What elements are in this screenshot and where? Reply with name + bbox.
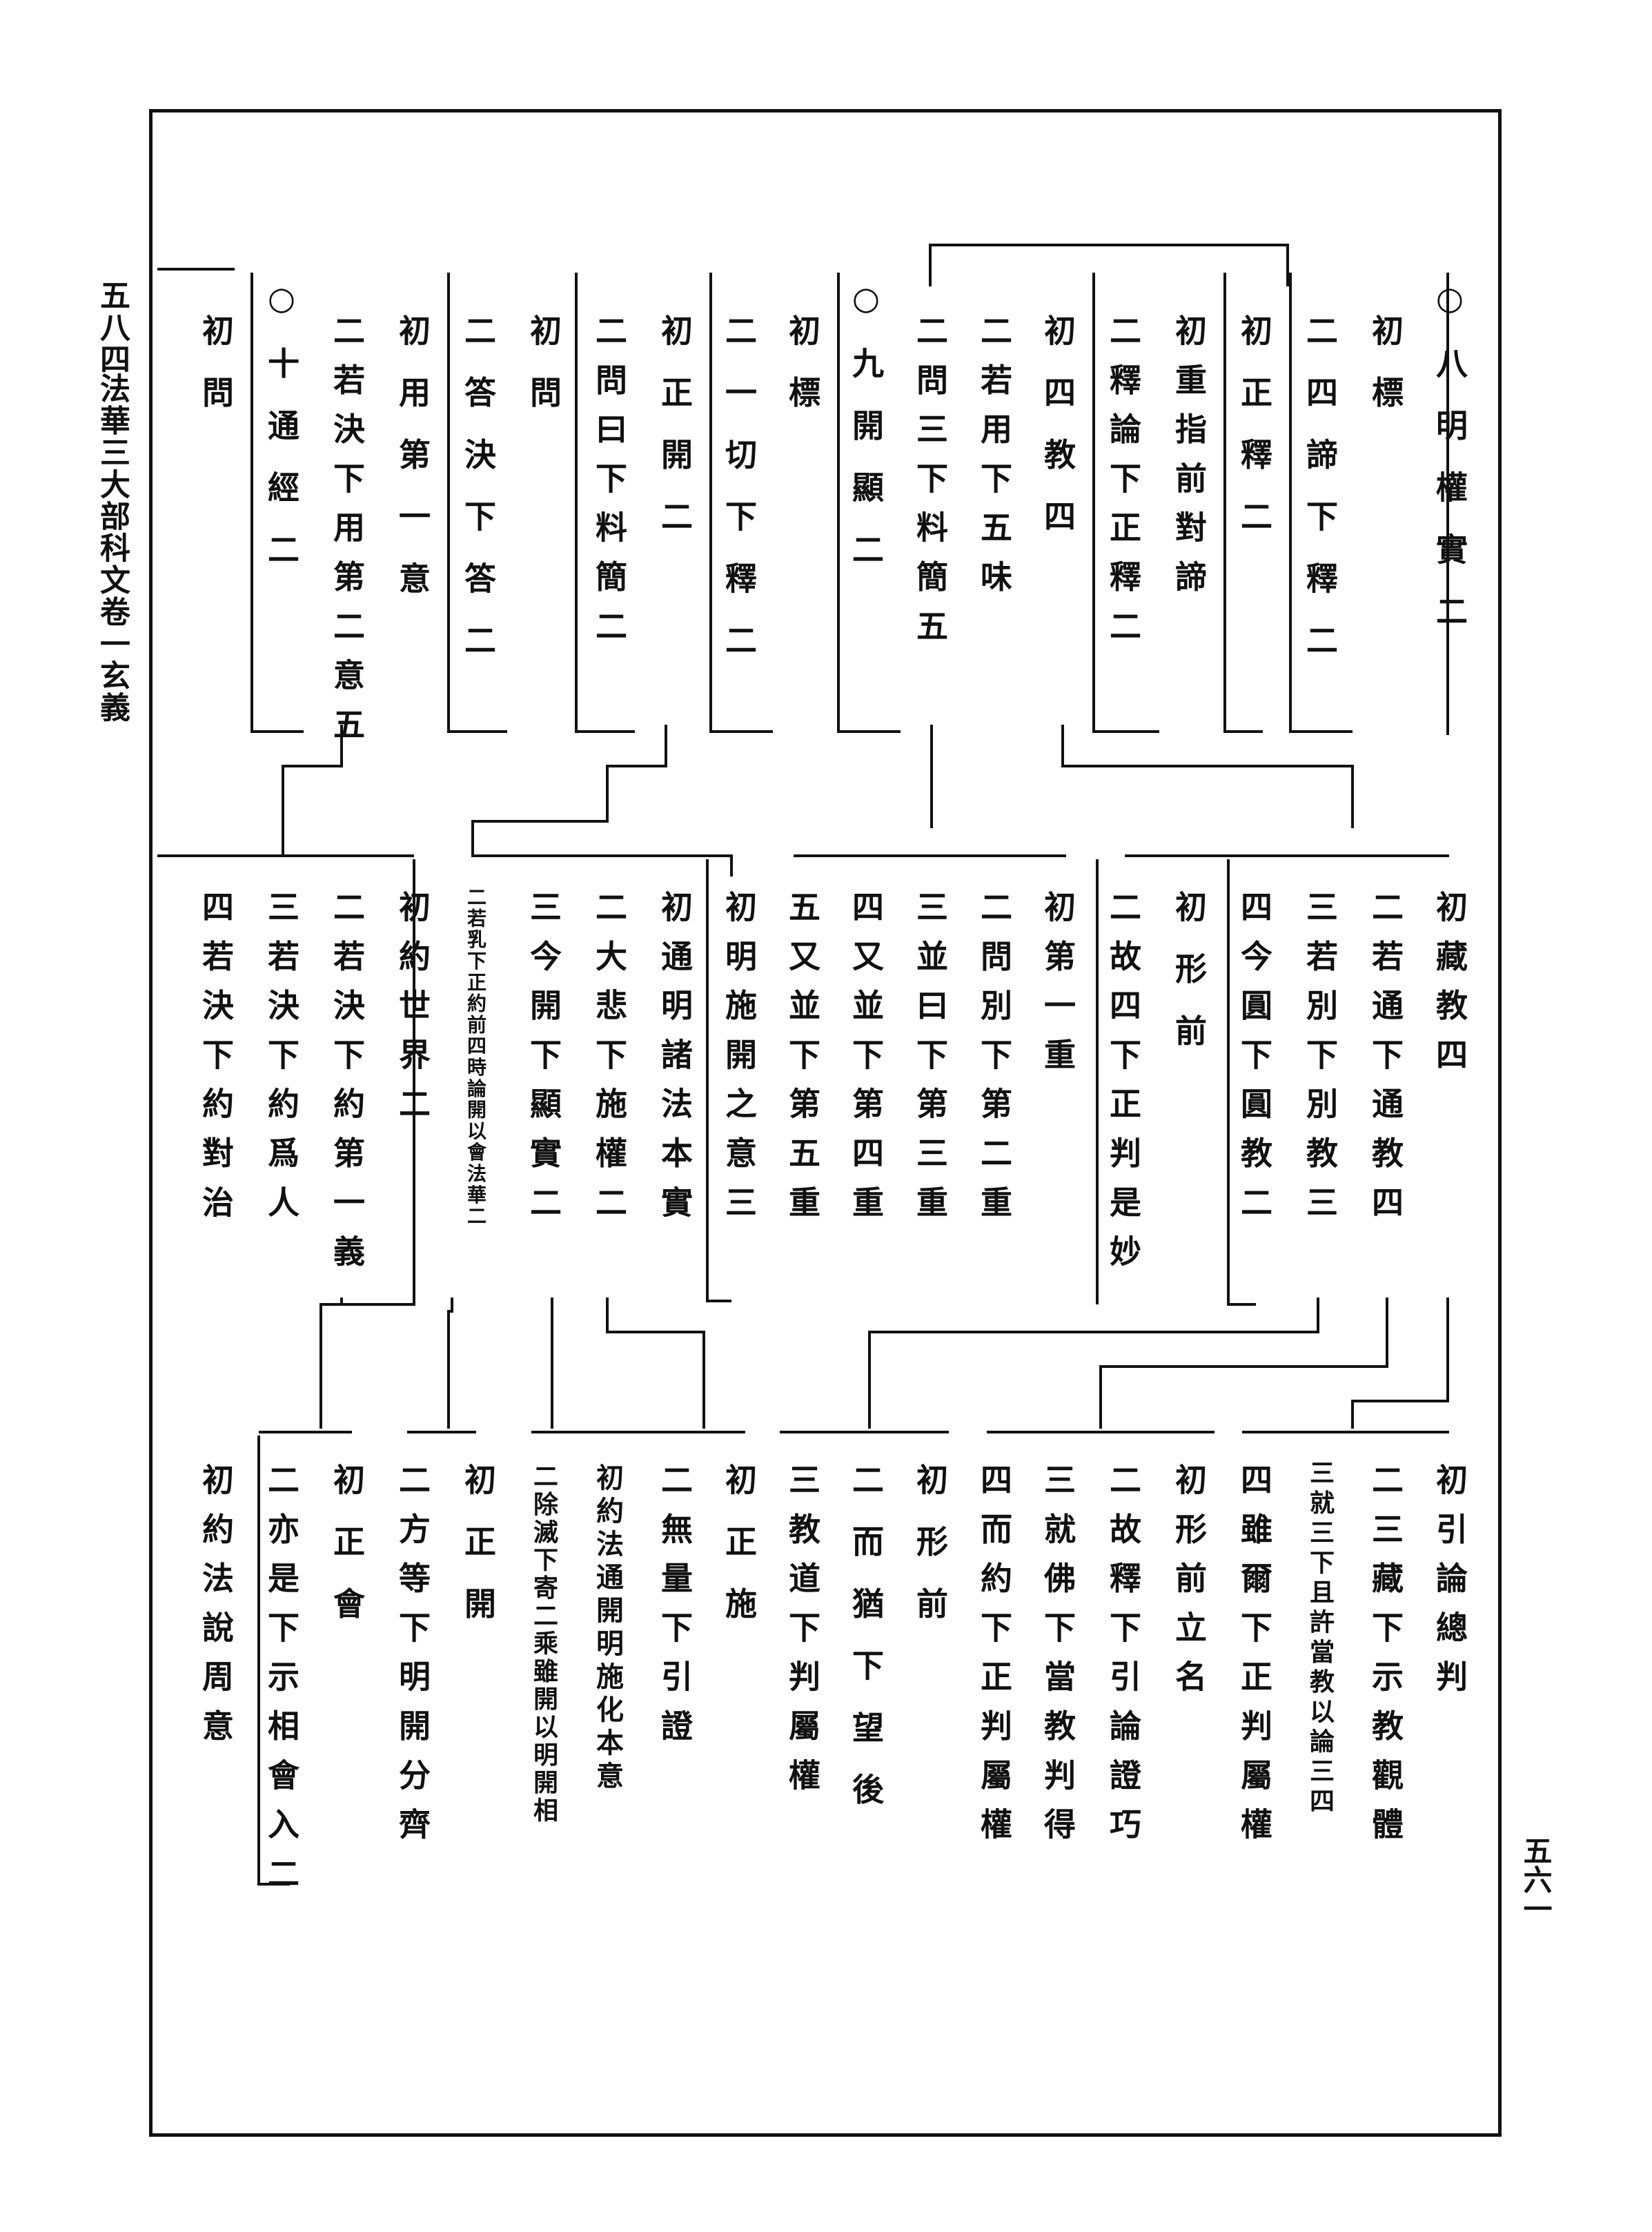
entry-r2-13: 初通明諸法本實	[656, 890, 694, 1235]
page-frame	[149, 109, 1502, 2137]
entry-r2-10: 四又並下第四重	[847, 890, 885, 1235]
entry-r3-10: 二而猶下望後	[847, 1463, 885, 1835]
entry-r2-19: 三若決下約爲人	[263, 890, 300, 1235]
entry-r1-12: 二一切下釋二	[720, 314, 758, 686]
entry-r2-5: 初形前	[1170, 890, 1208, 1077]
page-number: 五六一	[1519, 1836, 1553, 1923]
entry-r3-9: 初形前	[912, 1463, 949, 1649]
entry-r2-14: 二大悲下施權二	[591, 890, 628, 1235]
entry-r2-9: 三並曰下第三重	[912, 890, 949, 1235]
entry-r1-11: 初標	[784, 314, 821, 438]
margin-header: 五八四	[90, 280, 134, 375]
entry-r2-2: 二若通下通教四	[1367, 890, 1404, 1235]
volume-page-number: 五八四	[95, 280, 130, 375]
entry-r1-1: ○八明權實二	[1431, 280, 1468, 657]
entry-r1-18: 二若決下用第二意五	[328, 314, 366, 757]
entry-r3-16: 初正開	[460, 1463, 497, 1649]
entry-r2-11: 五又並下第五重	[784, 890, 821, 1235]
entry-r3-11: 三教道下判屬權	[784, 1463, 821, 1808]
entry-r1-15: 初問	[525, 314, 562, 438]
entry-r3-6: 二故釋下引論證巧	[1105, 1463, 1142, 1857]
entry-r1-9: 二問三下料簡五	[912, 314, 949, 659]
entry-r2-1: 初藏教四	[1431, 890, 1468, 1088]
entry-r2-7: 初第一重	[1039, 890, 1076, 1088]
book-title: 法華三大部科文卷一玄義	[95, 373, 130, 724]
entry-r1-19: ○十通經二	[263, 280, 300, 595]
entry-r1-7: 初四教四	[1039, 314, 1076, 562]
entry-r2-20: 四若決下約對治	[197, 890, 235, 1235]
entry-r1-3: 二四諦下釋二	[1301, 314, 1339, 686]
entry-r1-14: 二問曰下料簡二	[591, 314, 628, 659]
entry-r1-8: 二若用下五味	[976, 314, 1013, 609]
entry-r2-12: 初明施開之意三	[720, 890, 758, 1235]
entry-r3-7: 三就佛下當教判得	[1039, 1463, 1076, 1857]
entry-r3-17: 二方等下明開分齊	[394, 1463, 431, 1857]
entry-r1-5: 初重指前對諦	[1170, 314, 1208, 609]
entry-r3-18: 初正會	[328, 1463, 366, 1649]
entry-r1-17: 初用第一意	[394, 314, 431, 624]
entry-r3-12: 初正施	[720, 1463, 758, 1649]
entry-r1-2: 初標	[1367, 314, 1404, 438]
entry-r1-6: 二釋論下正釋二	[1105, 314, 1142, 659]
entry-r1-10: ○九開顯二	[847, 280, 885, 595]
entry-r3-14: 初約法通開明施化本意	[591, 1463, 624, 1794]
entry-r3-13: 二無量下引證	[656, 1463, 694, 1759]
entry-r2-6: 二故四下正判是妙	[1105, 890, 1142, 1284]
margin-book-title: 法華三大部科文卷一玄義	[90, 373, 134, 723]
entry-r3-3: 三就三下且許當教以論三四	[1306, 1460, 1335, 1818]
entry-r1-20: 初問	[197, 314, 235, 438]
entry-r3-19: 二亦是下示相會入二	[263, 1463, 300, 1906]
entry-r2-18: 二若決下約第一義	[328, 890, 366, 1284]
entry-r3-2: 二三藏下示教觀體	[1367, 1463, 1404, 1857]
entry-r3-1: 初引論總判	[1431, 1463, 1468, 1710]
entry-r3-15: 二除滅下寄二乘雖開以明開相	[529, 1463, 558, 1825]
entry-r2-17: 初約世界二	[394, 890, 431, 1137]
entry-r3-5: 初形前立名	[1170, 1463, 1208, 1710]
entry-r1-4: 初正釋二	[1236, 314, 1273, 562]
entry-r2-15: 三今開下顯實二	[525, 890, 562, 1235]
entry-r1-16: 二答決下答二	[460, 314, 497, 686]
entry-r2-8: 二問別下第二重	[976, 890, 1013, 1235]
entry-r3-20: 初約法說周意	[197, 1463, 235, 1759]
entry-r1-13: 初正開二	[656, 314, 694, 562]
entry-r3-8: 四而約下正判屬權	[976, 1463, 1013, 1857]
entry-r3-4: 四雖爾下正判屬權	[1236, 1463, 1273, 1857]
entry-r2-16: 二若乳下正約前四時論開以會法華二	[464, 887, 487, 1227]
entry-r2-3: 三若別下別教三	[1301, 890, 1339, 1235]
entry-r2-4: 四今圓下圓教二	[1236, 890, 1273, 1235]
